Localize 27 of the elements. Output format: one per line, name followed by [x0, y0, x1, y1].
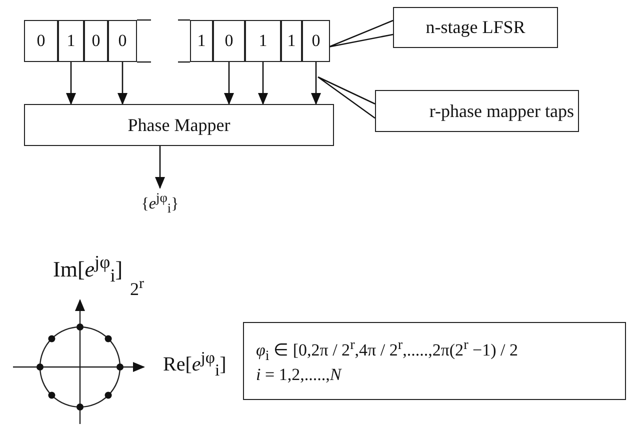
register-cell: 1	[190, 20, 213, 62]
leader-line	[328, 20, 394, 48]
register-cell: 0	[302, 20, 330, 62]
output-symbol: {e$^{jφ}$$_{i}$}	[130, 188, 190, 218]
formula-line: i = 1,2,.....,N	[256, 365, 342, 386]
formula-line: φ$_{i}$ ∈ [0,2π / 2$^{r}$,4π / 2$^{r}$,.....,2π(2$^{r}$ −1) / 2	[256, 336, 518, 366]
callout-box: n-stage LFSR	[393, 7, 558, 48]
register-cell: 0	[24, 20, 58, 62]
arrow	[66, 62, 76, 105]
leader-line	[317, 76, 376, 119]
register-cell: 0	[108, 20, 137, 62]
arrow	[224, 62, 234, 105]
arrow	[258, 62, 268, 105]
register-cell: 1	[58, 20, 84, 62]
process-box: Phase Mapper	[24, 104, 334, 146]
arrow	[155, 146, 165, 189]
arrow	[311, 62, 321, 105]
annotation-label: 2$^{r}$	[130, 276, 144, 300]
register-cell: 1	[281, 20, 302, 62]
arrow	[118, 62, 128, 105]
formula-box	[243, 322, 626, 400]
axis-label: Im[e$^{jφ}$$_{i}$]	[53, 252, 123, 287]
register-cell: 1	[245, 20, 281, 62]
callout-box: r-phase mapper taps	[375, 90, 579, 132]
axis-label: Re[e$^{jφ}$$_{i}$]	[163, 348, 226, 381]
register-cell: 0	[84, 20, 108, 62]
register-cell: 0	[213, 20, 245, 62]
